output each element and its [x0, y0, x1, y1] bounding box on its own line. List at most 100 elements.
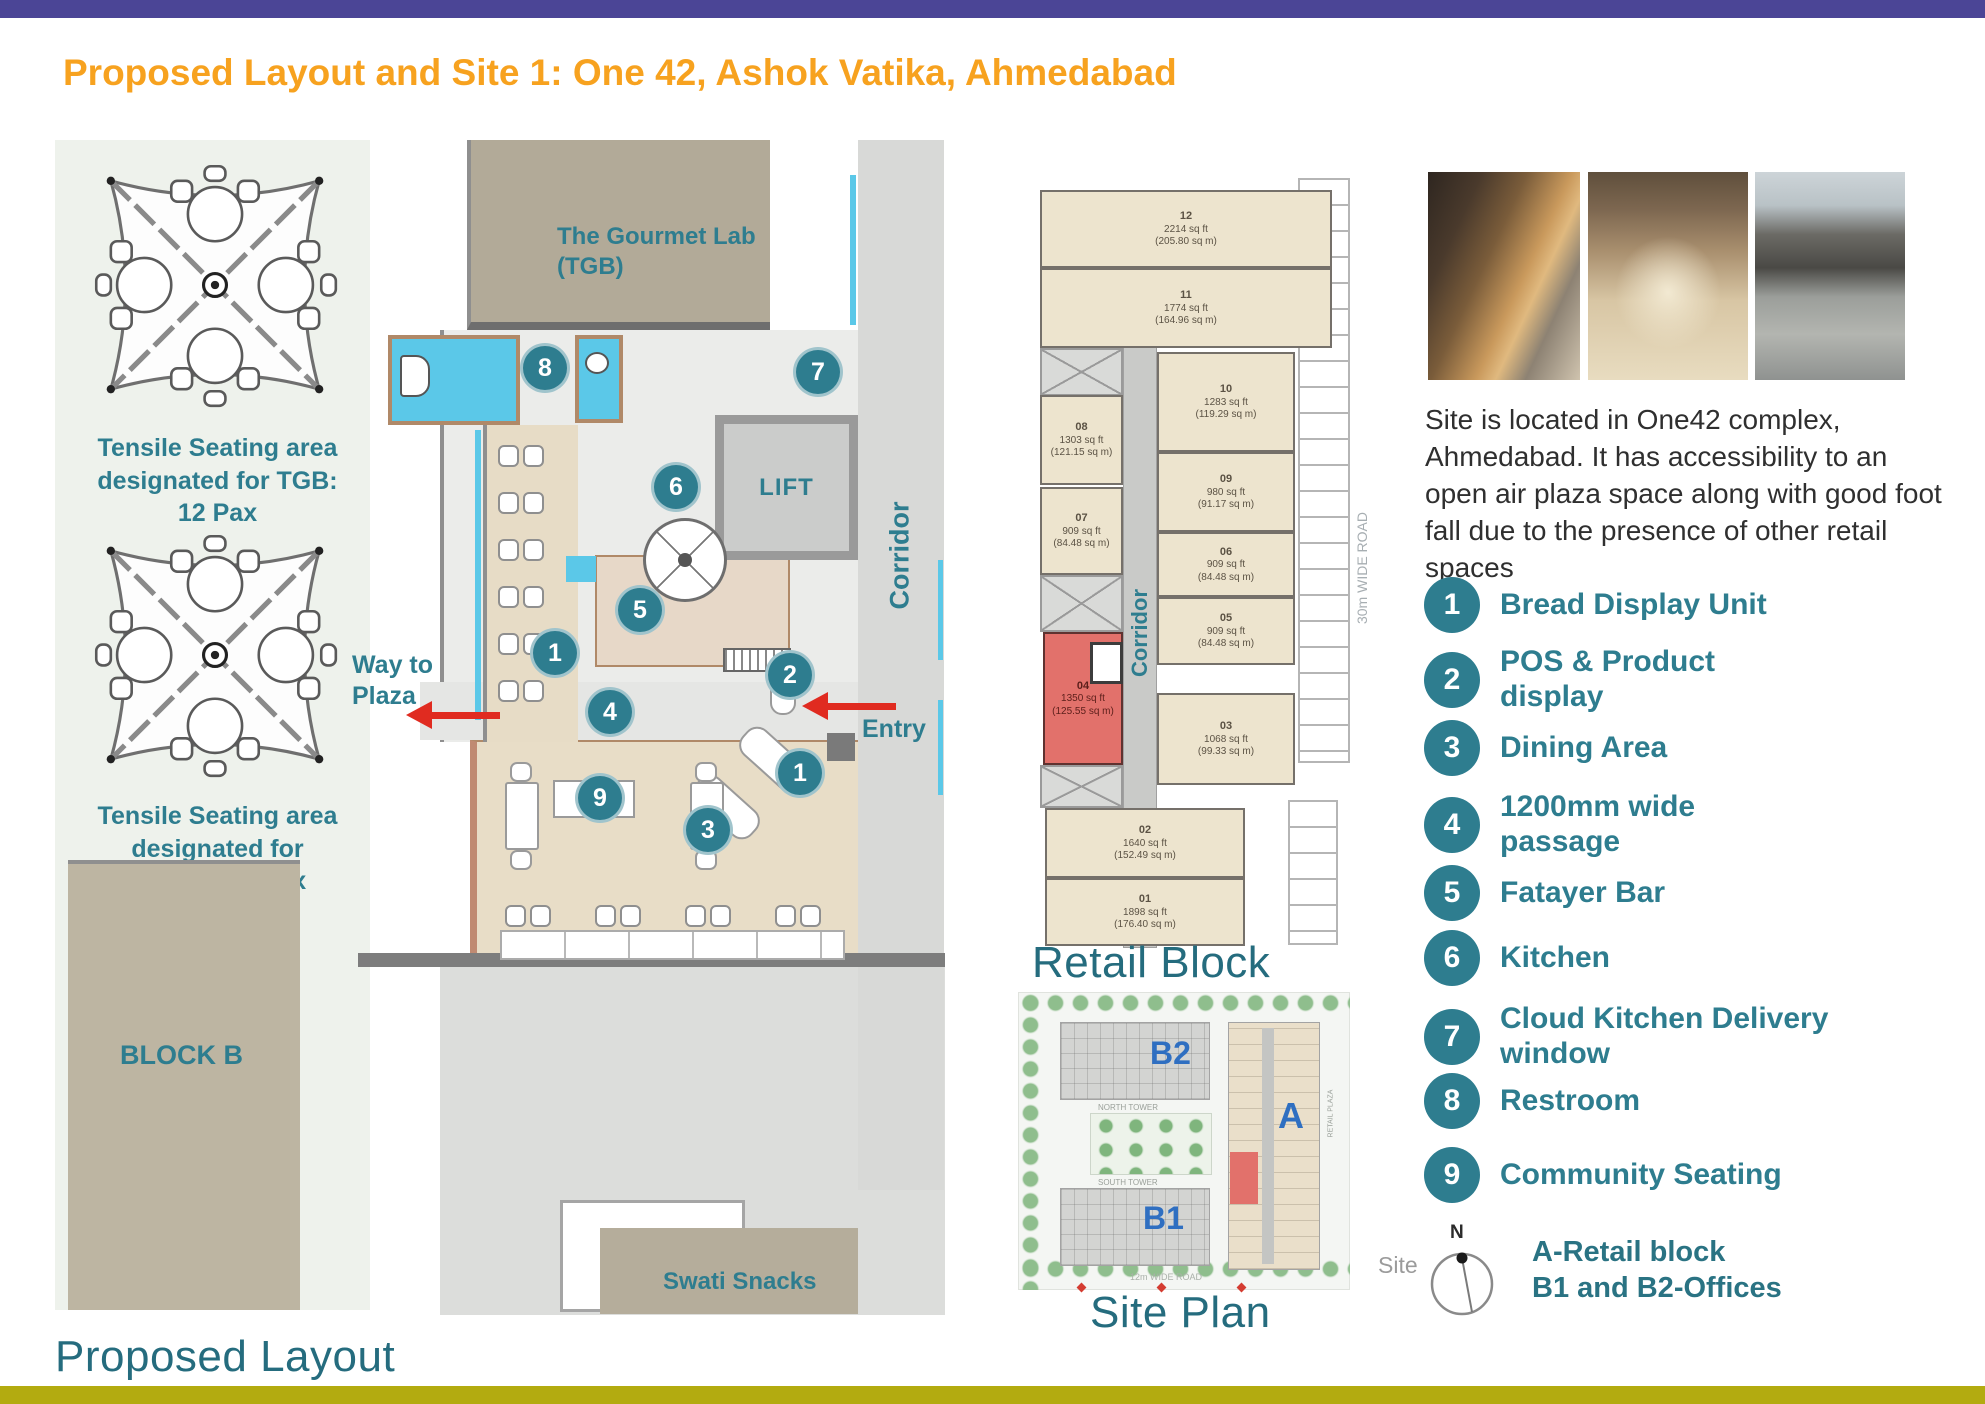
entry-door [827, 733, 855, 761]
bottom-accent-bar [0, 1386, 1985, 1404]
south-tower-label: SOUTH TOWER [1098, 1178, 1158, 1187]
chair-pair [498, 539, 544, 561]
dining-table [505, 762, 539, 870]
legend-number-6: 6 [1424, 930, 1480, 986]
legend-number-5: 5 [1424, 865, 1480, 921]
plan-marker-8: 8 [520, 343, 570, 393]
legend-number-7: 7 [1424, 1008, 1480, 1065]
corridor-window-3 [938, 700, 943, 795]
block-b-area [68, 860, 300, 1310]
chair-pair [498, 445, 544, 467]
plan-marker-7: 7 [793, 347, 843, 397]
unit-12: 12 2214 sq ft (205.80 sq m) [1040, 190, 1332, 268]
tensile-seating-diagram-tanoor [94, 534, 338, 778]
swati-snacks-block [600, 1228, 858, 1314]
stair-core-low [1040, 765, 1123, 808]
entry-arrow [802, 692, 896, 720]
unit-06: 06 909 sq ft (84.48 sq m) [1157, 532, 1295, 597]
dining-chairs [595, 905, 641, 927]
site-b2-label: B2 [1150, 1035, 1191, 1071]
interior-corridor-photo [1588, 172, 1748, 380]
road-label-30m: 30m WIDE ROAD [1354, 512, 1370, 625]
dining-chairs [505, 905, 551, 927]
north-tower-label: NORTH TOWER [1098, 1103, 1159, 1112]
retail-plaza-label: RETAIL PLAZA [1327, 1089, 1335, 1138]
plan-marker-2: 2 [765, 650, 815, 700]
dining-chairs [775, 905, 821, 927]
legend-number-1: 1 [1424, 577, 1480, 633]
site-plaza [1090, 1113, 1212, 1175]
stair-core-mid [1040, 575, 1123, 632]
legend-number-3: 3 [1424, 720, 1480, 776]
wc-icon [400, 355, 430, 397]
unit-07: 07 909 sq ft (84.48 sq m) [1040, 487, 1123, 575]
parking-strip-lower [1288, 800, 1338, 945]
gourmet-lab-block [467, 140, 770, 330]
legend-number-2: 2 [1424, 651, 1480, 708]
outdoor-plaza-photo [1755, 172, 1905, 380]
unit-10: 10 1283 sq ft (119.29 sq m) [1157, 352, 1295, 452]
way-to-plaza-arrow [406, 701, 500, 729]
dining-bench-row [500, 930, 845, 960]
entry-label: Entry [862, 715, 926, 743]
unit-01: 01 1898 sq ft (176.40 sq m) [1045, 878, 1245, 946]
plan-corridor-label: Corridor [884, 501, 915, 610]
site-trees-top [1018, 992, 1350, 1014]
chair-pair [498, 586, 544, 608]
legend-item-9: 9 Community Seating [1424, 1147, 1782, 1203]
retail-corridor-label: Corridor [1127, 589, 1152, 677]
compass-n-label: N [1450, 1222, 1464, 1243]
plan-marker-5: 5 [615, 585, 665, 635]
site-block-a [1228, 1022, 1320, 1270]
way-to-plaza-label: Way to Plaza [352, 651, 434, 711]
legend-item-2: 2 POS & Product display [1424, 645, 1760, 714]
site-a-red-unit [1230, 1152, 1258, 1204]
compass-note-line2: B1 and B2-Offices [1532, 1272, 1782, 1304]
legend-item-8: 8 Restroom [1424, 1073, 1640, 1129]
compass-note-line1: A-Retail block [1532, 1236, 1726, 1268]
chair-pair [498, 492, 544, 514]
lift-label: LIFT [759, 473, 814, 501]
legend-item-1: 1 Bread Display Unit [1424, 577, 1767, 633]
plan-marker-4: 4 [585, 687, 635, 737]
cyan-counter [566, 556, 596, 582]
unit-08: 08 1303 sq ft (121.15 sq m) [1040, 395, 1123, 485]
unit-11: 11 1774 sq ft (164.96 sq m) [1040, 268, 1332, 348]
unit-04-lift [1090, 642, 1123, 684]
site-trees-left [1018, 992, 1042, 1290]
chair-pair [498, 680, 544, 702]
seating-strip-window [475, 430, 481, 720]
dining-chairs [685, 905, 731, 927]
corridor-window [850, 175, 856, 325]
unit-09: 09 980 sq ft (91.17 sq m) [1157, 452, 1295, 532]
lift-room: LIFT [715, 415, 858, 560]
plan-marker-6: 6 [651, 462, 701, 512]
tensile-seating-diagram-tgb [94, 164, 338, 408]
tensile-caption-tgb: Tensile Seating area designated for TGB:… [97, 434, 338, 527]
block-b-label: BLOCK B [120, 1040, 243, 1070]
legend-item-7: 7 Cloud Kitchen Delivery window [1424, 1002, 1840, 1071]
unit-02: 02 1640 sq ft (152.49 sq m) [1045, 808, 1245, 878]
legend-item-4: 4 1200mm wide passage [1424, 790, 1740, 859]
legend-item-3: 3 Dining Area [1424, 720, 1667, 776]
compass-site-label: Site [1378, 1252, 1418, 1278]
retail-corridor-photo [1428, 172, 1580, 380]
unit-05: 05 909 sq ft (84.48 sq m) [1157, 597, 1295, 665]
round-table-hub [678, 553, 692, 567]
site-a-label: A [1278, 1095, 1304, 1136]
site-a-corridor [1262, 1028, 1274, 1264]
corridor-window-2 [938, 560, 943, 660]
site-block-b2 [1060, 1022, 1210, 1100]
site-b1-label: B1 [1143, 1200, 1184, 1236]
legend-item-5: 5 Fatayer Bar [1424, 865, 1665, 921]
legend-number-4: 4 [1424, 796, 1480, 853]
retail-block-caption: Retail Block [1032, 938, 1271, 987]
corridor-strip [858, 140, 944, 1190]
legend-item-6: 6 Kitchen [1424, 930, 1610, 986]
plan-marker-1a: 1 [530, 628, 580, 678]
legend-number-9: 9 [1424, 1147, 1480, 1203]
compass-icon [1430, 1252, 1494, 1316]
legend-number-8: 8 [1424, 1073, 1480, 1129]
page-title: Proposed Layout and Site 1: One 42, Asho… [63, 52, 1177, 93]
